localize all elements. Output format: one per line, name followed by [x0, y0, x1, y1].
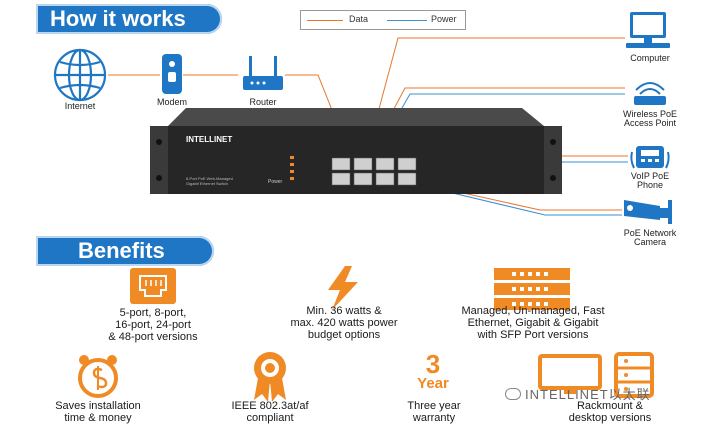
legend-data-label: Data: [349, 14, 369, 24]
benefit-ieee: IEEE 802.3at/af compliant: [210, 400, 330, 424]
how-it-works-banner: How it works: [36, 4, 222, 34]
network-camera-icon: [624, 200, 672, 224]
benefit-warranty-line2: warranty: [412, 412, 456, 424]
label-voip-1: VoIP PoE: [630, 171, 670, 181]
legend-data-line: [307, 20, 343, 21]
benefit-ports-line2: 16-port, 24-port: [115, 319, 191, 331]
benefit-ieee-line2: compliant: [246, 412, 294, 424]
benefit-rack-line2: desktop versions: [568, 412, 652, 424]
benefit-managed-line3: with SFP Port versions: [477, 329, 589, 341]
benefit-ports-line3: & 48-port versions: [108, 331, 198, 343]
benefit-rackmount: Rackmount & desktop versions: [548, 400, 672, 424]
label-camera-2: Camera: [633, 237, 666, 247]
alarm-clock-money-icon: [78, 355, 118, 398]
switch-left-ear: [150, 126, 168, 194]
benefit-ports: 5-port, 8-port, 16-port, 24-port & 48-po…: [80, 307, 226, 343]
label-internet: Internet: [64, 101, 96, 111]
how-it-works-title: How it works: [50, 6, 186, 31]
benefit-warranty-line1: Three year: [407, 400, 461, 412]
switch-leds: [290, 156, 294, 180]
computer-icon: [626, 12, 670, 48]
ethernet-port-icon: [130, 268, 176, 304]
switch-right-ear: [544, 126, 562, 194]
benefit-savings: Saves installation time & money: [38, 400, 158, 424]
modem-icon: [162, 54, 182, 94]
benefit-power-budget: Min. 36 watts & max. 420 watts power bud…: [264, 305, 424, 341]
switch-ports: [331, 157, 417, 186]
wireless-access-point-icon: [634, 82, 666, 105]
legend-power-line: [387, 20, 427, 21]
three-year-badge: 3 Year: [398, 349, 468, 392]
legend-power-label: Power: [431, 14, 457, 24]
voip-phone-icon: [630, 146, 670, 169]
switch-power-label: Power: [268, 179, 283, 185]
poe-switch: INTELLINET 8-Port PoE Web-Managed Gigabi…: [150, 108, 562, 194]
switch-model-line1: 8-Port PoE Web-Managed: [186, 176, 233, 181]
monitor-and-rack-icon: [538, 352, 654, 398]
label-wireless-1: Wireless PoE: [622, 109, 677, 119]
benefit-power-line3: budget options: [307, 329, 381, 341]
benefit-managed-line1: Managed, Un-managed, Fast: [461, 305, 605, 317]
benefit-savings-line1: Saves installation: [55, 400, 141, 412]
network-diagram: INTELLINET 8-Port PoE Web-Managed Gigabi…: [53, 12, 672, 224]
stacked-switches-icon: [494, 268, 570, 310]
label-computer: Computer: [630, 53, 670, 63]
warranty-number: 3: [425, 349, 441, 379]
switch-top: [168, 108, 544, 126]
lightning-bolt-icon: [328, 266, 358, 310]
benefit-warranty: Three year warranty: [386, 400, 482, 424]
watermark-text: INTELLINET以太联: [525, 387, 651, 402]
benefit-ieee-line1: IEEE 802.3at/af: [231, 400, 309, 412]
benefit-rack-line1: Rackmount &: [576, 400, 644, 412]
benefit-power-line1: Min. 36 watts &: [306, 305, 382, 317]
legend: Data Power: [300, 10, 466, 30]
benefit-power-line2: max. 420 watts power: [290, 317, 398, 329]
router-icon: [243, 56, 283, 90]
label-wireless-2: Access Point: [623, 118, 677, 128]
warranty-word: Year: [417, 375, 449, 392]
benefits-title: Benefits: [78, 238, 165, 263]
label-camera-1: PoE Network: [623, 228, 677, 238]
label-router: Router: [249, 97, 277, 107]
wechat-icon: [505, 388, 521, 400]
switch-brand: INTELLINET: [186, 135, 232, 144]
benefit-managed: Managed, Un-managed, Fast Ethernet, Giga…: [438, 305, 628, 341]
benefit-managed-line2: Ethernet, Gigabit & Gigabit: [467, 317, 599, 329]
switch-model-line2: Gigabit Ethernet Switch: [186, 181, 228, 186]
watermark: INTELLINET以太联: [505, 384, 651, 403]
benefits-banner: Benefits: [36, 236, 214, 266]
benefit-ports-line1: 5-port, 8-port,: [119, 307, 187, 319]
globe-icon: [53, 48, 107, 102]
label-voip-2: Phone: [636, 180, 664, 190]
benefit-savings-line2: time & money: [64, 412, 132, 424]
benefits-icons: [78, 266, 654, 402]
label-modem: Modem: [156, 97, 187, 107]
award-ribbon-icon: [254, 352, 286, 402]
